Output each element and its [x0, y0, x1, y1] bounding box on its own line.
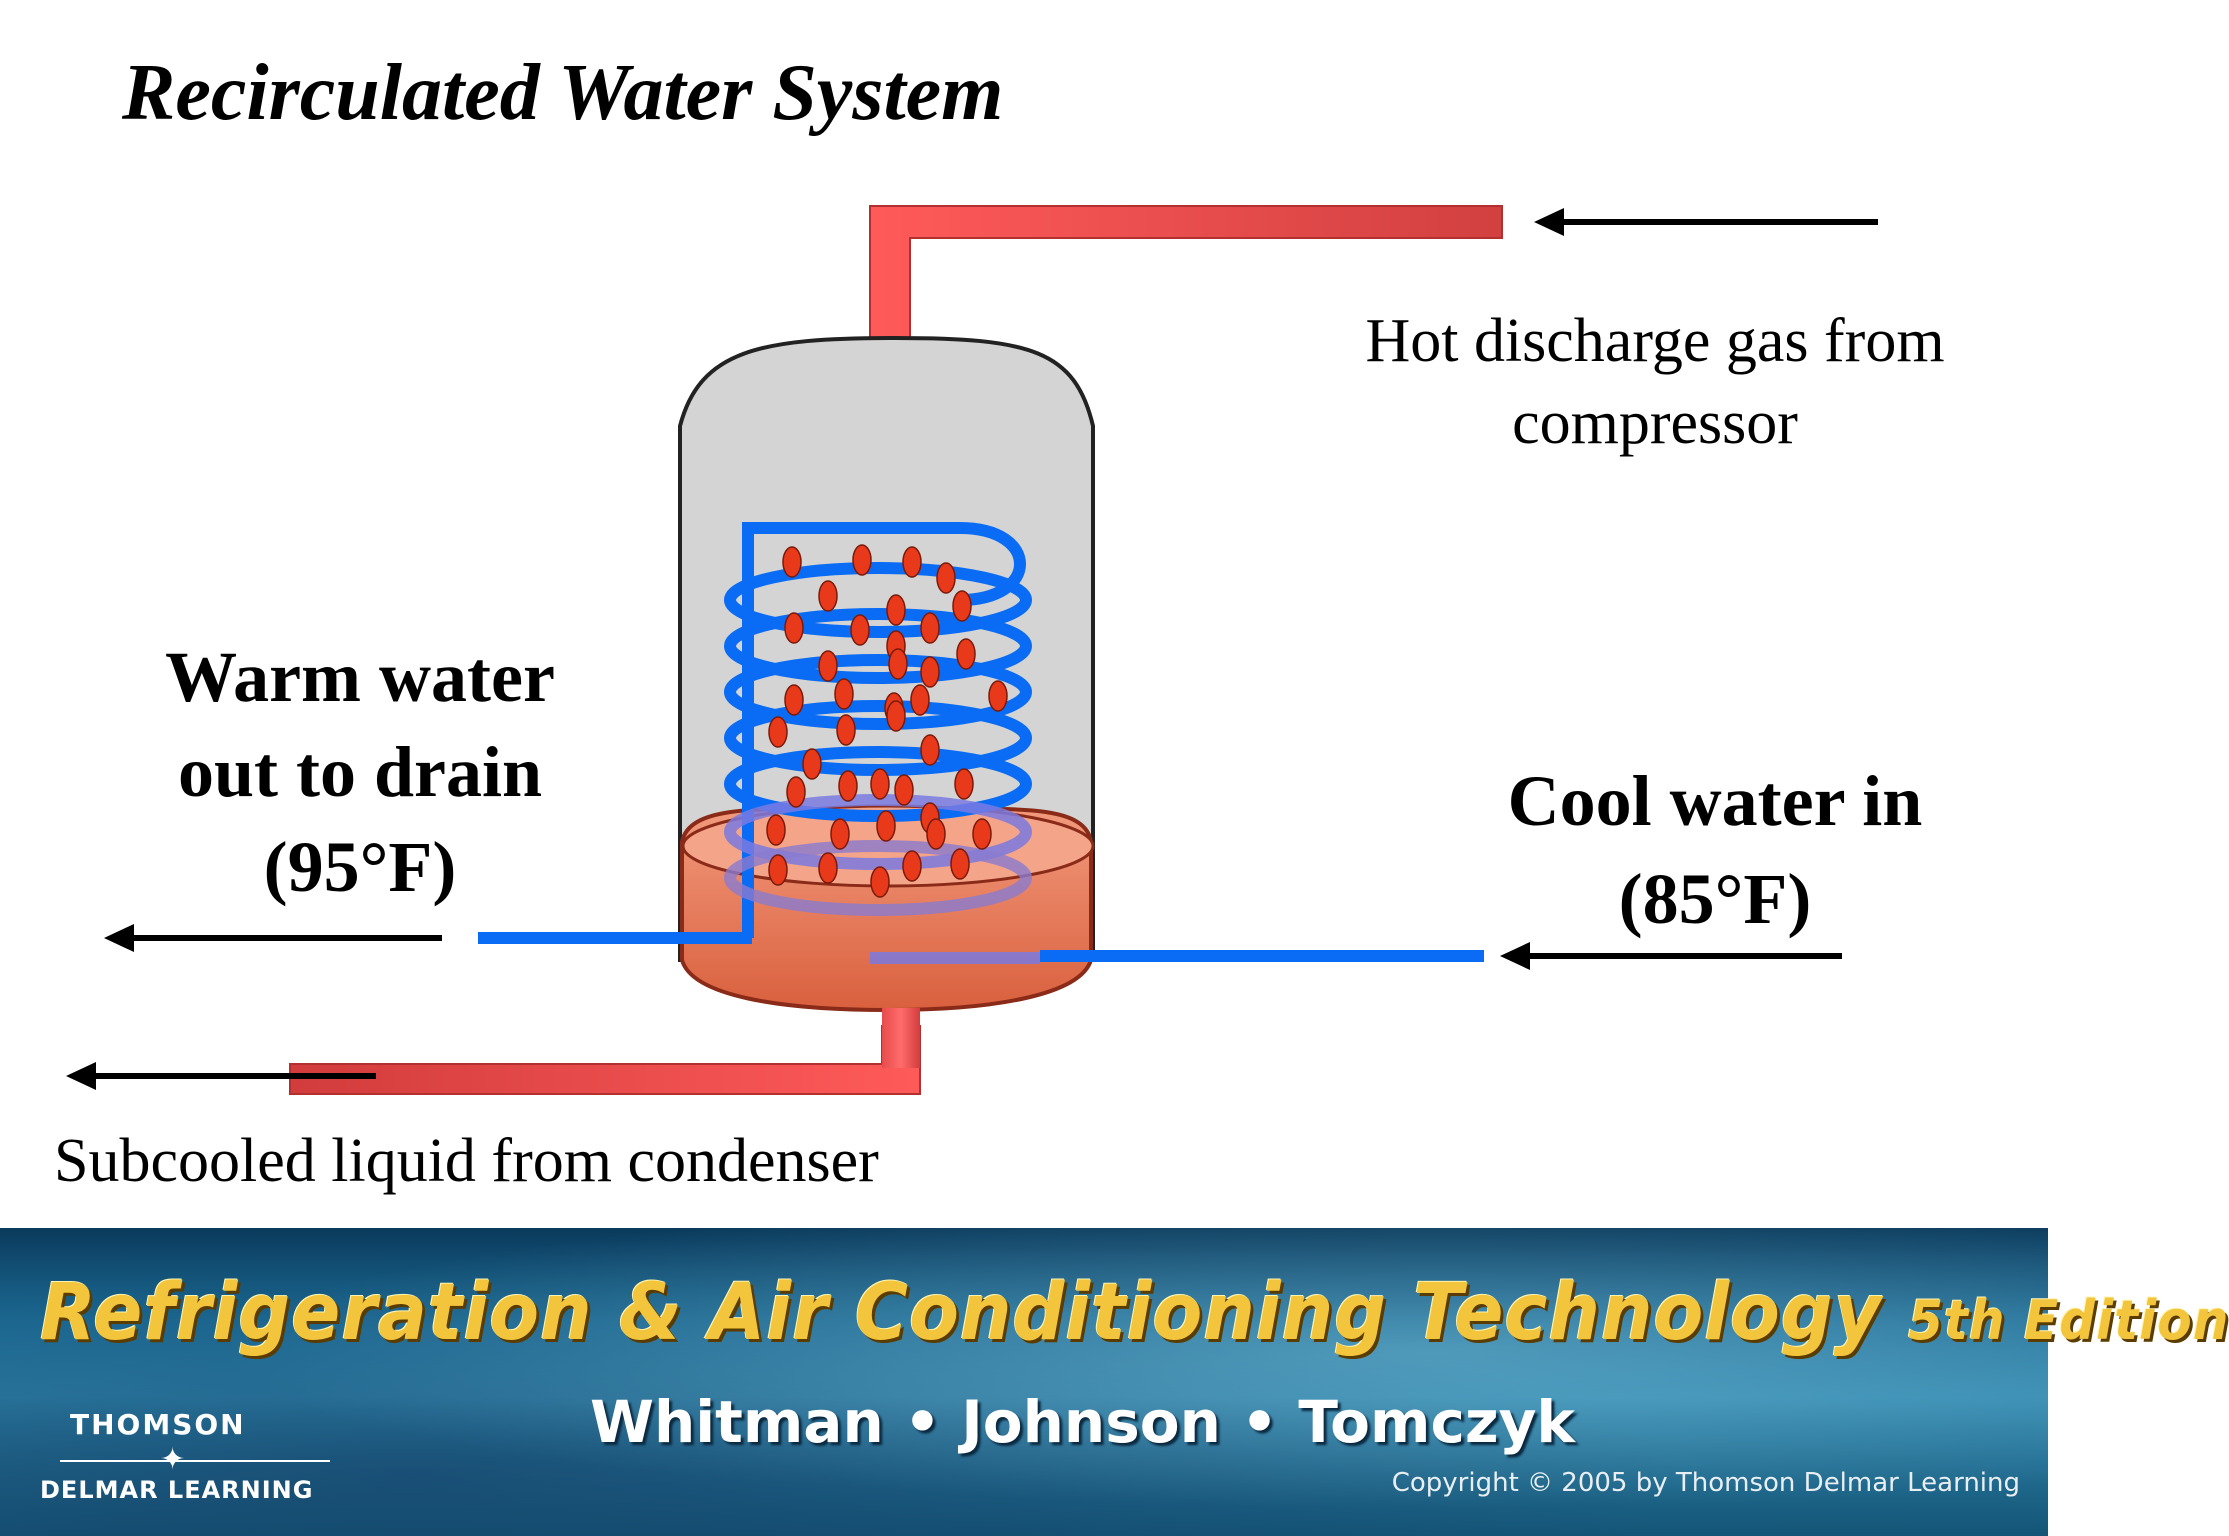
refrigerant-droplet — [836, 714, 856, 746]
refrigerant-droplet — [888, 648, 908, 680]
warm-water-label-line1: Warm water — [165, 637, 555, 717]
publisher-star-icon: ✦ — [160, 1443, 186, 1476]
book-edition: 5th Edition — [1908, 1289, 2229, 1352]
refrigerant-droplet — [952, 590, 972, 622]
warm-water-label-line3: (95°F) — [263, 827, 457, 907]
refrigerant-droplet — [786, 776, 806, 808]
slide-title: Recirculated Water System — [122, 49, 1004, 137]
refrigerant-droplet — [988, 680, 1008, 712]
refrigerant-droplet — [802, 748, 822, 780]
banner-background — [0, 1228, 2048, 1536]
arrow-subcooled-liquid-out — [66, 1062, 376, 1090]
publisher-divider — [60, 1460, 330, 1462]
refrigerant-droplet — [910, 684, 930, 716]
condenser-diagram — [66, 205, 1878, 1095]
refrigerant-droplet — [876, 810, 896, 842]
refrigerant-droplet — [920, 656, 940, 688]
refrigerant-droplet — [920, 612, 940, 644]
refrigerant-droplet — [766, 814, 786, 846]
refrigerant-droplet — [784, 612, 804, 644]
book-title: Refrigeration & Air Conditioning Technol… — [40, 1268, 2229, 1358]
subcooled-liquid-label: Subcooled liquid from condenser — [54, 1127, 879, 1195]
book-banner: Refrigeration & Air Conditioning Technol… — [0, 1228, 2228, 1536]
cool-water-label-line1: Cool water in — [1507, 761, 1923, 841]
arrow-cool-water-in — [1500, 942, 1842, 970]
refrigerant-droplet — [870, 866, 890, 898]
refrigerant-droplet — [818, 650, 838, 682]
refrigerant-droplet — [936, 562, 956, 594]
hot-gas-label-line2: compressor — [1512, 389, 1798, 457]
book-authors: Whitman • Johnson • Tomczyk — [590, 1388, 1575, 1456]
refrigerant-droplet — [852, 544, 872, 576]
refrigerant-droplet — [886, 700, 906, 732]
copyright-notice: Copyright © 2005 by Thomson Delmar Learn… — [1391, 1468, 2020, 1498]
hot-gas-label: Hot discharge gas from compressor — [1300, 300, 2010, 464]
subcooled-liquid-pipe — [289, 1008, 921, 1095]
warm-water-label-line2: out to drain — [177, 732, 543, 812]
arrow-warm-water-out — [104, 924, 442, 952]
cool-water-label-line2: (85°F) — [1618, 859, 1812, 939]
arrow-hot-gas-in — [1534, 208, 1878, 236]
book-title-text: Refrigeration & Air Conditioning Technol… — [40, 1268, 1882, 1358]
refrigerant-bubbles — [766, 544, 1008, 898]
refrigerant-droplet — [830, 818, 850, 850]
refrigerant-droplet — [886, 594, 906, 626]
refrigerant-droplet — [850, 614, 870, 646]
refrigerant-droplet — [768, 854, 788, 886]
water-coil — [724, 522, 1040, 964]
refrigerant-droplet — [768, 716, 788, 748]
hot-gas-label-line1: Hot discharge gas from — [1365, 307, 1945, 375]
refrigerant-droplet — [782, 546, 802, 578]
refrigerant-droplet — [784, 684, 804, 716]
cool-water-label: Cool water in (85°F) — [1450, 752, 1980, 948]
publisher-name: THOMSON — [70, 1408, 246, 1441]
refrigerant-droplet — [926, 818, 946, 850]
refrigerant-droplet — [834, 678, 854, 710]
refrigerant-droplet — [902, 850, 922, 882]
refrigerant-droplet — [818, 852, 838, 884]
warm-water-label: Warm water out to drain (95°F) — [100, 630, 620, 915]
refrigerant-droplet — [870, 768, 890, 800]
refrigerant-droplet — [894, 774, 914, 806]
refrigerant-droplet — [954, 768, 974, 800]
refrigerant-droplet — [972, 818, 992, 850]
refrigerant-droplet — [920, 734, 940, 766]
refrigerant-droplet — [902, 546, 922, 578]
refrigerant-droplet — [818, 580, 838, 612]
publisher-subname: DELMAR LEARNING — [40, 1476, 314, 1504]
refrigerant-droplet — [838, 770, 858, 802]
refrigerant-droplet — [950, 848, 970, 880]
refrigerant-droplet — [956, 638, 976, 670]
